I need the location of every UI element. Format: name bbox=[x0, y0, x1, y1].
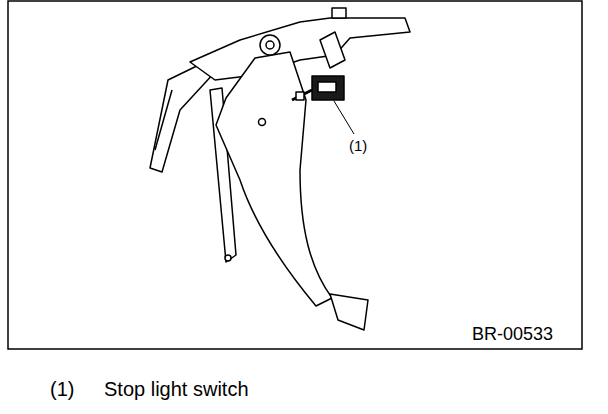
figure-frame bbox=[8, 1, 582, 349]
bracket-plate bbox=[150, 62, 215, 172]
callout-number: (1) bbox=[349, 138, 367, 155]
switch-window bbox=[318, 82, 336, 92]
pedal-hole bbox=[259, 119, 266, 126]
part-name: Stop light switch bbox=[104, 378, 249, 400]
pivot-hole bbox=[266, 41, 274, 49]
bracket-edge bbox=[155, 90, 172, 150]
switch-thread bbox=[292, 90, 312, 100]
lever-pin bbox=[225, 255, 231, 261]
bracket-tab bbox=[320, 32, 345, 68]
lock-nut bbox=[296, 92, 304, 100]
stop-light-switch bbox=[312, 76, 344, 100]
nut bbox=[332, 8, 346, 18]
callout-number: (1) bbox=[50, 378, 74, 400]
leader-line bbox=[334, 101, 354, 134]
figure-code: BR-00533 bbox=[472, 325, 553, 345]
pedal-pad bbox=[330, 294, 368, 330]
mounting-bracket bbox=[190, 18, 410, 80]
pivot bbox=[260, 35, 280, 55]
